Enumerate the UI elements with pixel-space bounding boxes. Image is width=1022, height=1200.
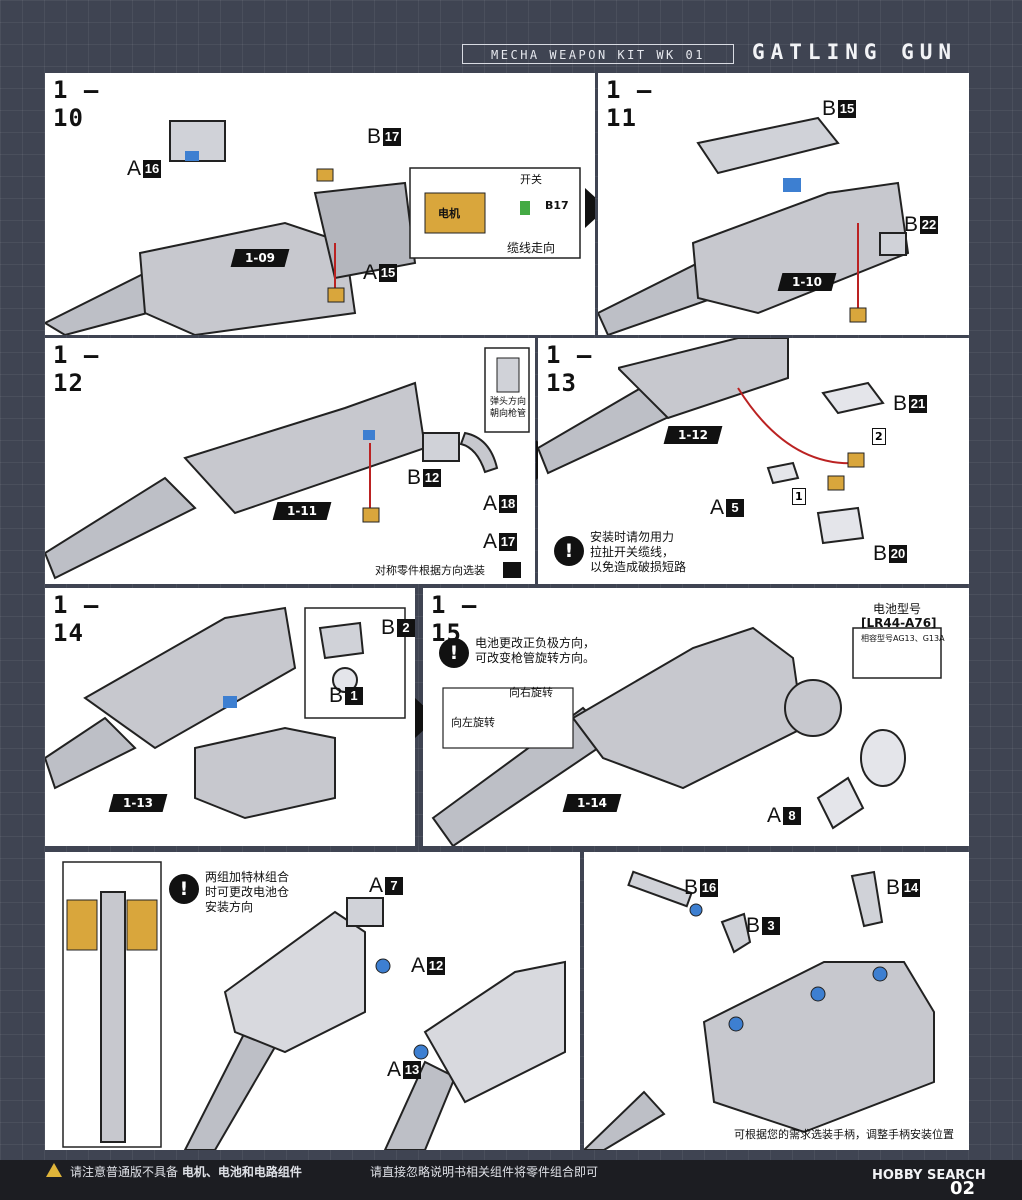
page-title: GATLING GUN <box>752 40 958 64</box>
footer-bar <box>0 1160 1022 1200</box>
inset-motor-label: 电机 <box>438 207 460 220</box>
battery-compat: 相容型号AG13、G13A <box>861 634 945 643</box>
step-number: 1 – 12 <box>53 341 100 397</box>
reference-tag: 1-10 <box>777 273 837 291</box>
kit-name: MECHA WEAPON KIT WK 01 <box>462 44 734 64</box>
reference-tag: 1-11 <box>272 502 332 520</box>
handle-caption: 可根据您的需求选装手柄，调整手柄安装位置 <box>734 1128 954 1141</box>
step-label-box: 1 – 15 <box>423 588 503 647</box>
warning-text: 两组加特林组合时可更改电池仓安装方向 <box>205 870 290 914</box>
order-box-1: 1 <box>792 488 806 505</box>
inset-part-label: B17 <box>545 199 569 212</box>
step-number: 1 – 14 <box>53 591 100 647</box>
assembly-illustration <box>45 120 595 335</box>
symmetry-icon <box>503 562 521 578</box>
footer-notice: 请注意普通版不具备 电机、电池和电路组件 <box>70 1165 302 1179</box>
symmetric-parts-note: 对称零件根据方向选装 <box>375 564 485 577</box>
bullet-direction-note: 弹头方向朝向枪管 <box>490 397 527 419</box>
warning-icon: ! <box>169 874 199 904</box>
reference-tag: 1-12 <box>663 426 723 444</box>
assembly-illustration <box>45 347 530 580</box>
reference-tag: 1-14 <box>562 794 622 812</box>
brand-watermark: HOBBY SEARCH <box>872 1168 986 1183</box>
assembly-illustration <box>584 870 935 1150</box>
footer-instruction: 请直接忽略说明书相关组件将零件组合即可 <box>370 1165 599 1179</box>
step-number: 1 – 10 <box>53 76 100 132</box>
assembly-illustration <box>45 606 406 820</box>
warning-triangle-icon <box>46 1163 62 1177</box>
step-label-box: 1 – 11 <box>598 73 678 132</box>
assembly-illustration <box>431 626 942 846</box>
assembly-illustration <box>62 861 566 1150</box>
assembly-illustration <box>538 338 885 545</box>
reference-tag: 1-09 <box>230 249 290 267</box>
order-box-2: 2 <box>872 428 886 445</box>
step-number: 1 – 13 <box>546 341 593 397</box>
step-label-box: 1 – 13 <box>538 338 618 397</box>
inset-caption: 缆线走向 <box>507 241 556 255</box>
assembly-illustration <box>598 116 910 335</box>
warning-text: 电池更改正负极方向，可改变枪管旋转方向。 <box>475 636 596 665</box>
rotate-left-label: 向左旋转 <box>451 716 495 729</box>
step-number: 1 – 11 <box>606 76 653 132</box>
step-label-box: 1 – 12 <box>45 338 125 397</box>
inset-switch-label: 开关 <box>520 173 542 186</box>
battery-model: [LR44-A76] <box>861 616 937 630</box>
rotate-right-label: 向右旋转 <box>509 686 553 699</box>
page-number: 02 <box>950 1178 976 1199</box>
warning-text: 安装时请勿用力拉扯开关缆线，以免造成破损短路 <box>590 530 687 574</box>
warning-icon: ! <box>439 638 469 668</box>
warning-icon: ! <box>554 536 584 566</box>
battery-title: 电池型号 <box>873 602 922 616</box>
reference-tag: 1-13 <box>108 794 168 812</box>
step-label-box: 1 – 10 <box>45 73 125 132</box>
step-label-box: 1 – 14 <box>45 588 125 647</box>
